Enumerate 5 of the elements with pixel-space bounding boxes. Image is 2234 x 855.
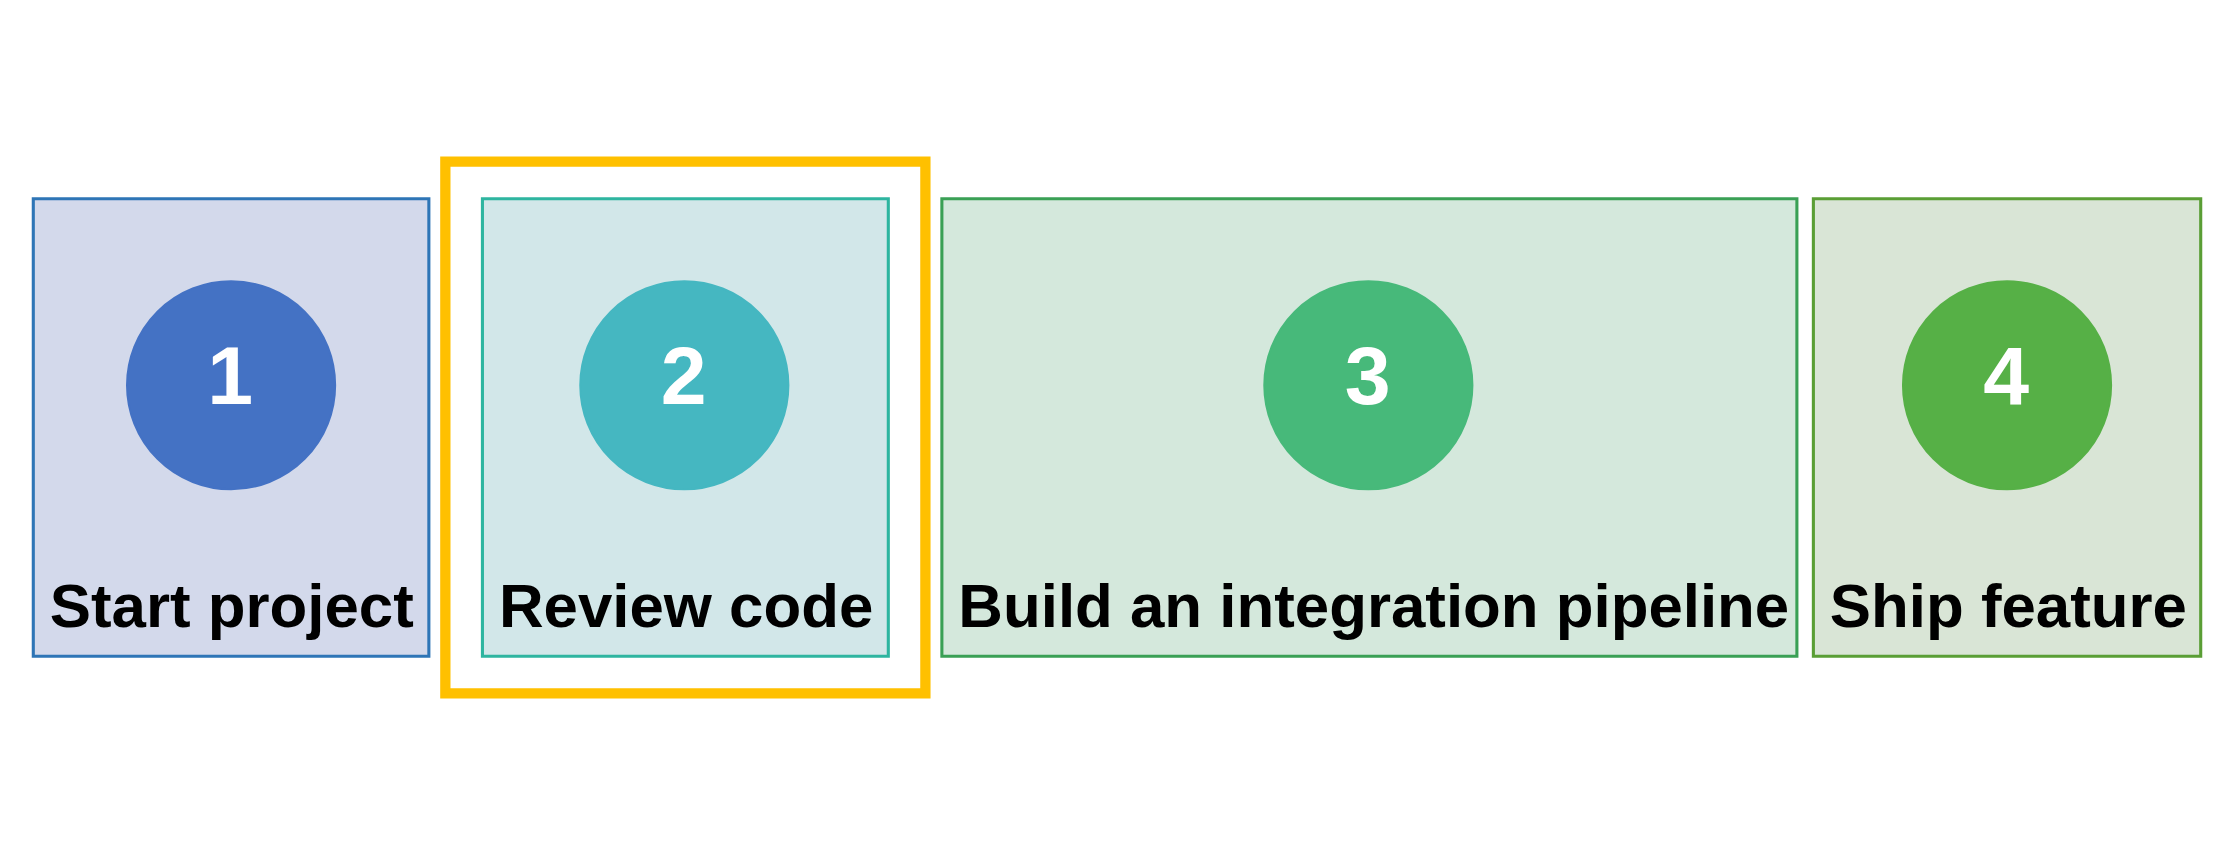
cluster	[440, 156, 931, 699]
node-circle: 2	[579, 280, 790, 491]
node-circle: 1	[126, 280, 337, 491]
node-circle: 4	[1901, 280, 2113, 491]
node-circle: 3	[1263, 280, 1474, 491]
